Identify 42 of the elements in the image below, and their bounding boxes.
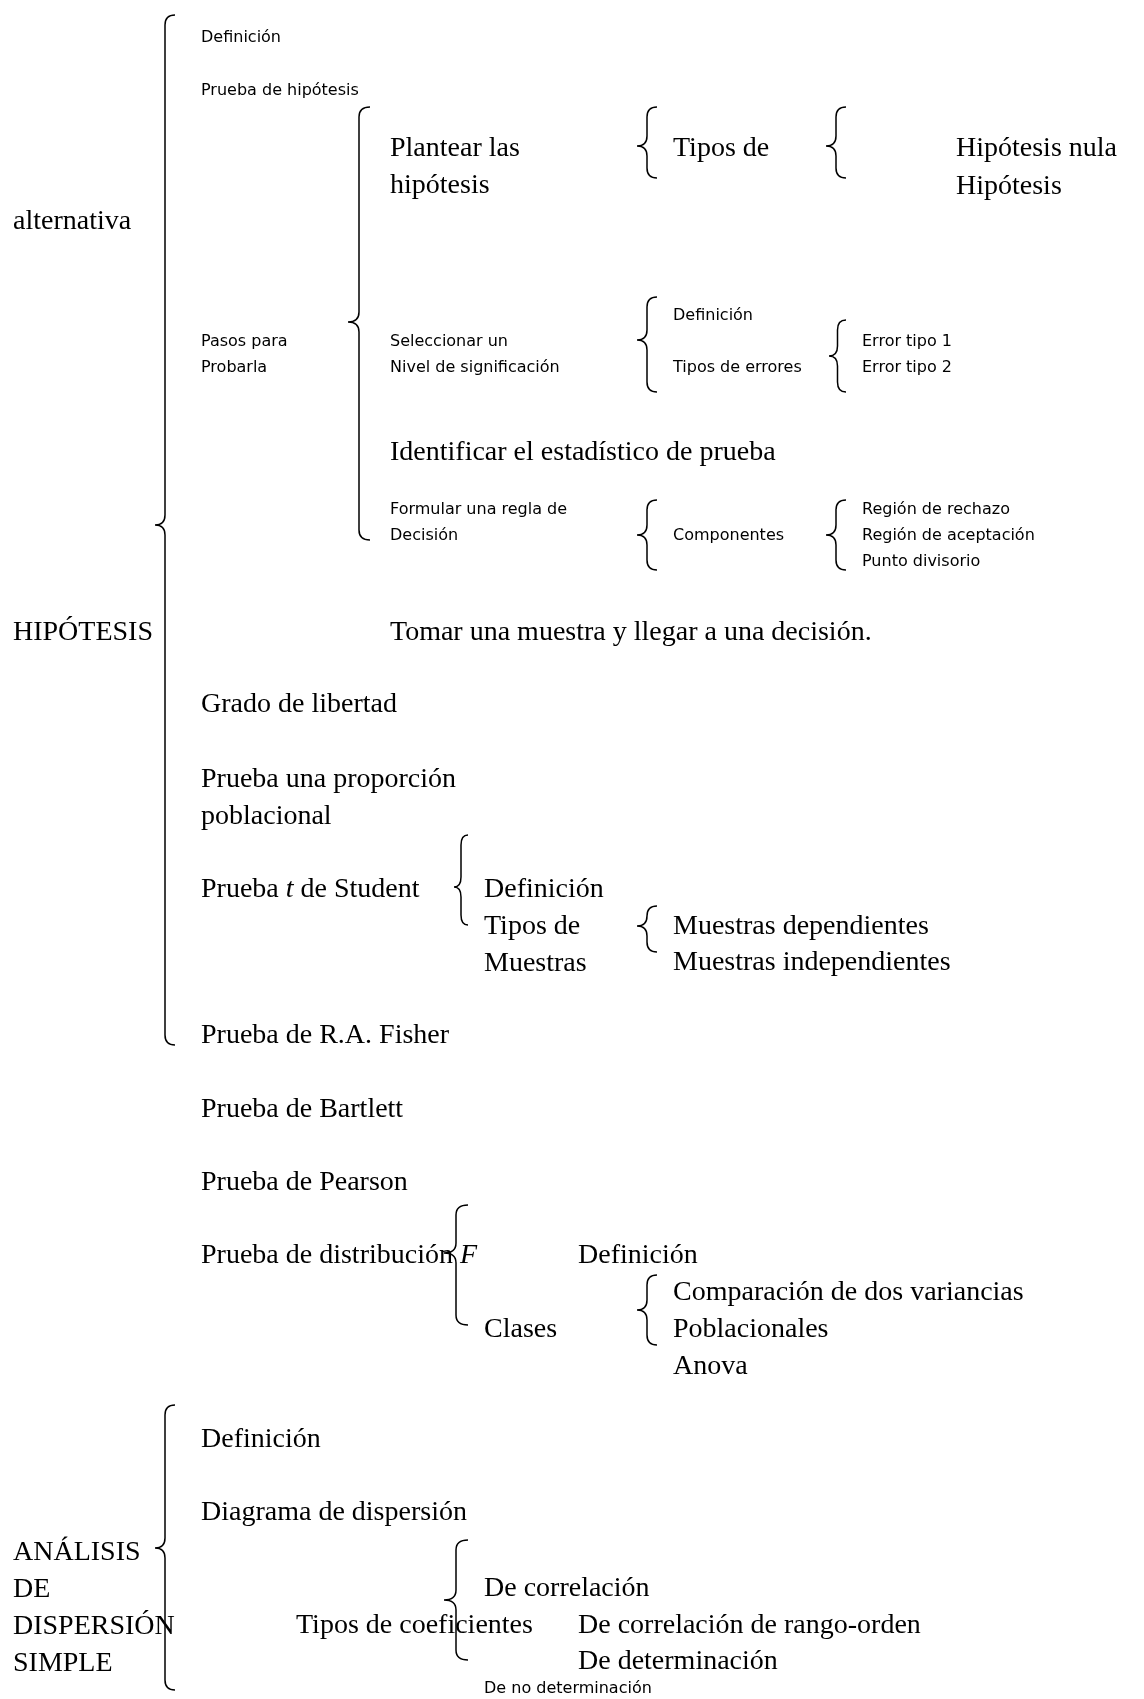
topic-text: Prueba una proporción poblacional [201,760,457,832]
item-text: alternativa [13,202,132,237]
item-text: Hipótesis [956,167,1062,202]
topic-text: Grado de libertad [201,685,397,720]
item-text: Muestras dependientes [673,907,929,942]
step-text: Seleccionar un Nivel de significación [390,330,560,378]
step-text: Identificar el estadístico de prueba [390,433,776,468]
item-text: Hipótesis nula [956,129,1117,164]
topic-text: Componentes [673,524,785,546]
item-text: Anova [673,1347,748,1382]
topic-text: Prueba de Bartlett [201,1090,404,1125]
step-text: Formular una regla de Decisión [390,498,568,546]
item-text: Comparación de dos variancias Poblacionales [673,1273,1024,1345]
topic-text: Prueba de distribución F [201,1236,478,1271]
item-text: Error tipo 1 [862,330,952,352]
topic-text: Definición [201,1420,321,1455]
item-text: Punto divisorio [862,550,981,572]
topic-text: Tipos de [673,129,770,164]
item-text: De correlación de rango-orden [578,1606,921,1641]
step-text: Plantear las hipótesis [390,129,520,201]
item-text: De no determinación [484,1677,652,1699]
topic-text: Definición [673,304,753,326]
item-text: Región de rechazo [862,498,1010,520]
topic-text: Prueba de R.A. Fisher [201,1016,450,1051]
item-text: Muestras independientes [673,943,951,978]
topic-text: Tipos de Muestras [484,907,587,979]
topic-text: Tipos de errores [673,356,802,378]
item-text: De correlación [484,1569,650,1604]
topic-text: Diagrama de dispersión [201,1493,467,1528]
topic-text: Prueba t de Student [201,870,420,905]
topic-text: Definición [484,870,604,905]
main-topic-text: HIPÓTESIS [13,613,153,648]
topic-text: Definición [578,1236,698,1271]
item-text: Error tipo 2 [862,356,952,378]
item-text: Región de aceptación [862,524,1035,546]
step-text: Tomar una muestra y llegar a una decisión. [390,613,872,648]
item-text: De determinación [578,1642,778,1677]
topic-text: Prueba de Pearson [201,1163,408,1198]
topic-text: Definición [201,26,281,48]
topic-text: Clases [484,1310,558,1345]
topic-text: Pasos para Probarla [201,330,288,378]
topic-text: Prueba de hipótesis [201,79,359,101]
